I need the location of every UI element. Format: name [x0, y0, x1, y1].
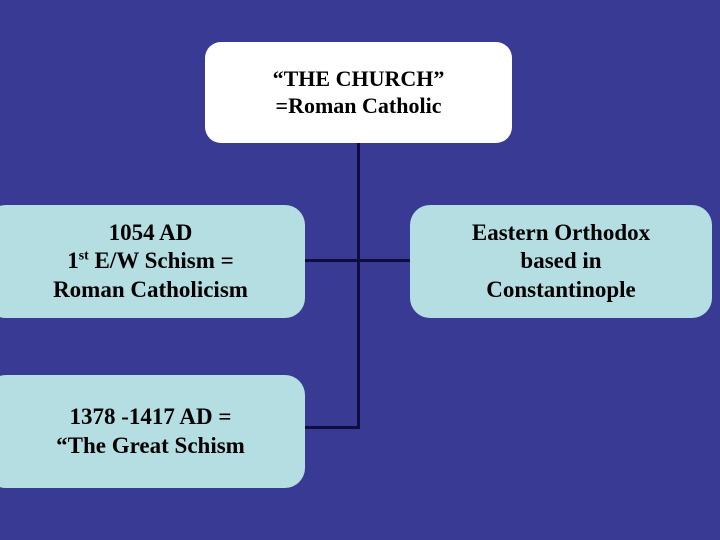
schism-1054-line-3: Roman Catholicism — [53, 276, 248, 302]
schism-1054-box: 1054 AD 1st E/W Schism = Roman Catholici… — [0, 205, 305, 318]
great-schism-box: 1378 -1417 AD = “The Great Schism — [0, 375, 305, 488]
schism-1054-line-2: 1st E/W Schism = — [67, 247, 233, 275]
title-box-line-1: “THE CHURCH” — [272, 65, 445, 91]
title-box: “THE CHURCH” =Roman Catholic — [205, 42, 512, 143]
schism-1054-ordinal-suffix: st — [78, 247, 89, 263]
eastern-orthodox-line-3: Constantinople — [486, 276, 636, 302]
schism-1054-line-2-rest: E/W Schism = — [88, 248, 234, 274]
schism-1054-line-1: 1054 AD — [108, 220, 193, 246]
connector-line-branch-to-great-schism — [357, 259, 360, 429]
connector-line-title-to-branch — [357, 143, 360, 261]
eastern-orthodox-box: Eastern Orthodox based in Constantinople — [410, 205, 712, 318]
title-box-line-2: =Roman Catholic — [275, 92, 442, 118]
eastern-orthodox-line-1: Eastern Orthodox — [471, 220, 651, 246]
schism-1054-ordinal-number: 1 — [67, 248, 79, 274]
eastern-orthodox-line-2: based in — [520, 248, 602, 274]
connector-line-to-great-schism — [305, 426, 360, 429]
great-schism-line-1: 1378 -1417 AD = — [69, 404, 232, 430]
great-schism-line-2: “The Great Schism — [56, 432, 245, 458]
